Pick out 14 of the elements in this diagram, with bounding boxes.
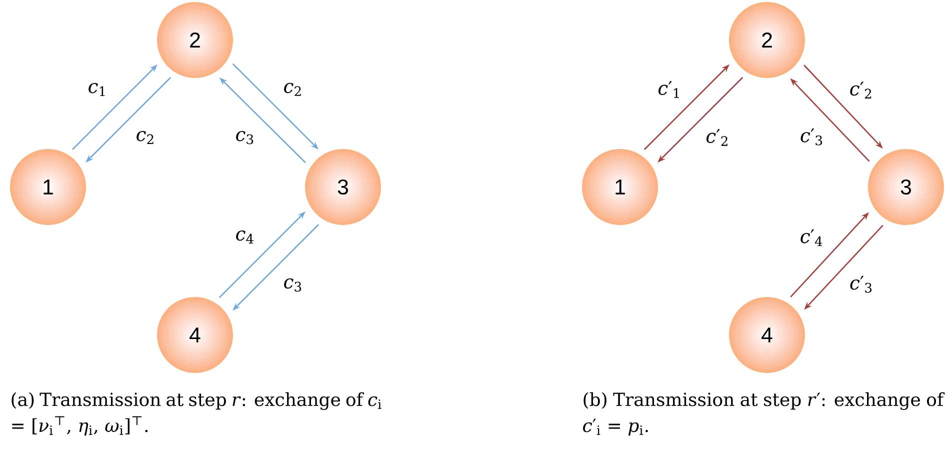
edge-label: c$_{4}$	[234, 229, 256, 245]
edge-label: c$_{2}$	[282, 82, 304, 98]
edge-label: c′$_{1}$	[656, 80, 683, 100]
edge-label: c′$_{2}$	[848, 80, 874, 100]
edge-label: c′$_{2}$	[704, 128, 731, 148]
caption: (a) Transmission at step r: exchange of c$_{i}$ = [ν$_{i}$$^{⊤}$, η$_{i}$, ω$_{i}$]$^{⊤}$.	[12, 392, 382, 436]
edge-label: c$_{2}$	[134, 130, 157, 146]
edge-label: c$_{3}$	[282, 277, 304, 293]
edge-label: c′$_{3}$	[798, 127, 825, 147]
edge-label: c$_{3}$	[234, 130, 256, 146]
caption: (b) Transmission at step r′: exchange of c′$_{i}$ = p$_{i}$.	[583, 392, 945, 436]
edge-label: c′$_{4}$	[798, 228, 825, 248]
edge-label: c$_{1}$	[86, 82, 109, 98]
edge-label: c′$_{3}$	[848, 274, 874, 294]
